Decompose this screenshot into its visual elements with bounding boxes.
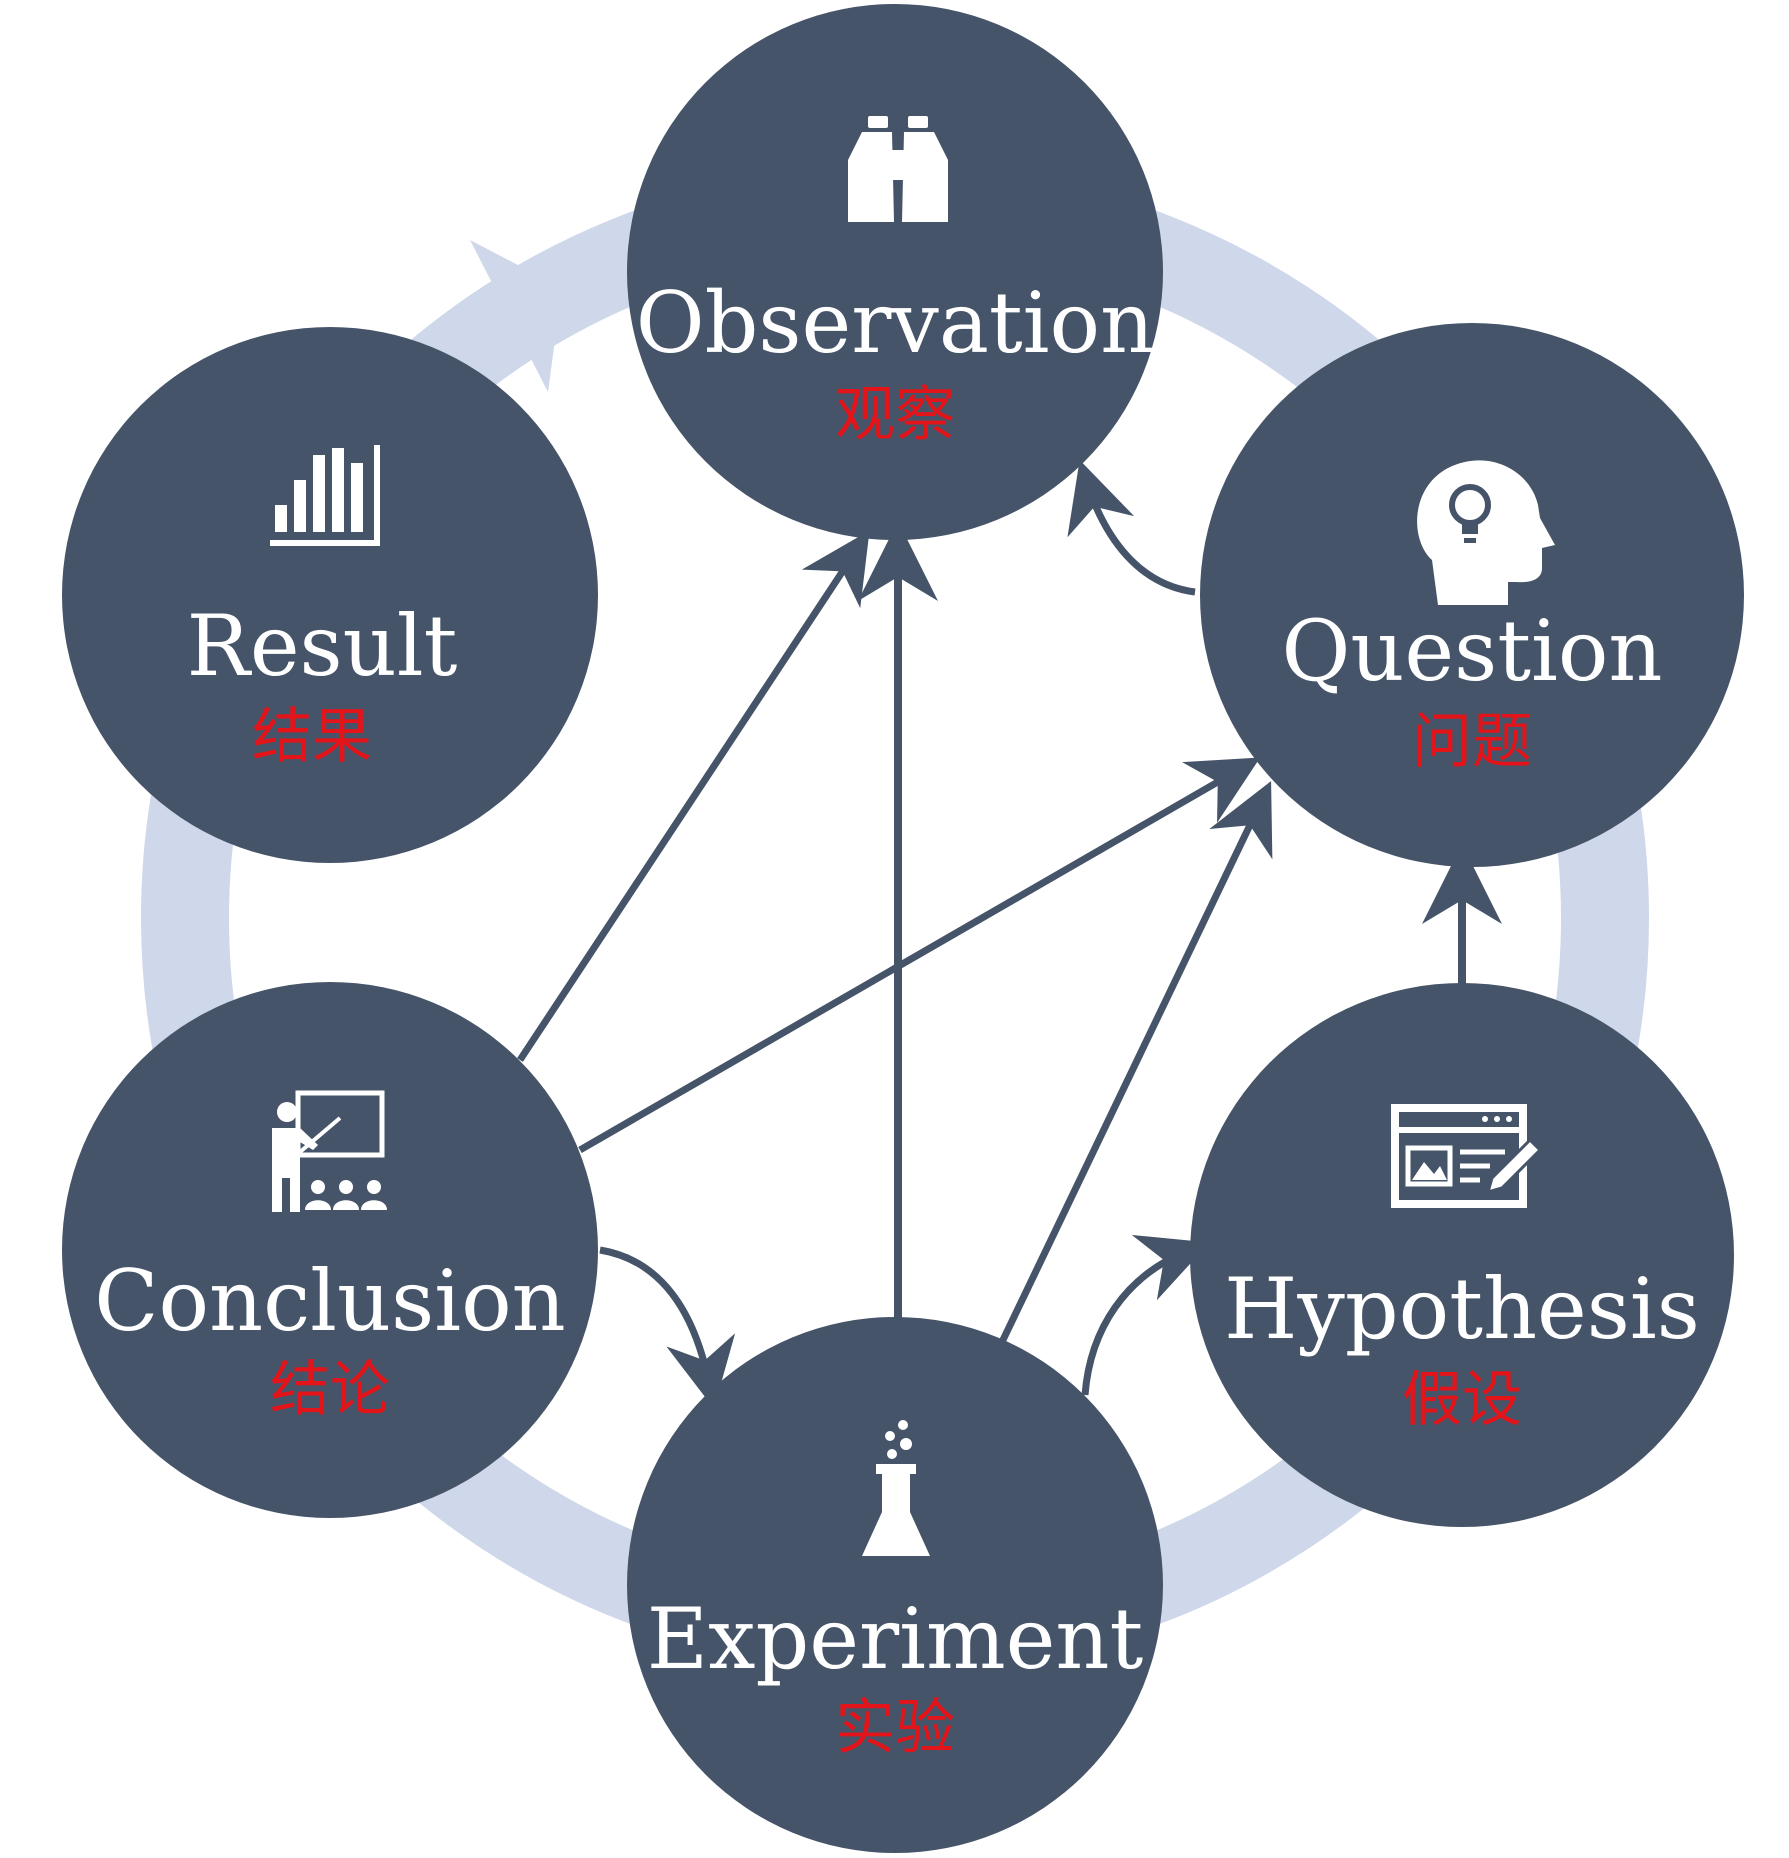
node-hypothesis-disc	[1190, 983, 1734, 1527]
node-observation-disc	[627, 4, 1163, 540]
node-question-sublabel: 问题	[1412, 707, 1532, 777]
binoculars-icon	[848, 116, 948, 222]
edge-conclusion-to-experiment	[599, 1246, 736, 1409]
node-observation: Observation 观察	[627, 4, 1163, 540]
node-experiment: Experiment 实验	[627, 1317, 1163, 1853]
node-conclusion-sublabel: 结论	[270, 1355, 390, 1425]
node-conclusion: Conclusion 结论	[62, 982, 598, 1518]
node-result-sublabel: 结果	[252, 702, 372, 772]
edge-conclusion-to-question	[578, 757, 1261, 1154]
node-result-disc	[62, 327, 598, 863]
node-conclusion-label: Conclusion	[94, 1252, 566, 1350]
flask-icon	[862, 1420, 930, 1556]
bar-chart-icon	[270, 445, 380, 546]
cycle-arrowhead	[470, 240, 562, 392]
document-edit-icon	[1391, 1104, 1543, 1208]
node-hypothesis-sublabel: 假设	[1402, 1365, 1522, 1435]
edge-experiment-to-question	[998, 781, 1273, 1344]
edge-question-to-observation	[1067, 459, 1196, 596]
node-hypothesis-label: Hypothesis	[1224, 1260, 1700, 1358]
node-experiment-sublabel: 实验	[835, 1693, 955, 1763]
head-lightbulb-icon	[1417, 460, 1555, 605]
node-result-label: Result	[187, 597, 458, 695]
node-question: Question 问题	[1200, 323, 1744, 867]
edge-conclusion-to-observation	[517, 530, 870, 1062]
edge-experiment-to-hypothesis	[1081, 1234, 1210, 1396]
presenter-icon	[272, 1090, 387, 1212]
node-conclusion-disc	[62, 982, 598, 1518]
node-question-label: Question	[1281, 602, 1662, 700]
node-result: Result 结果	[62, 327, 598, 863]
node-hypothesis: Hypothesis 假设	[1190, 983, 1734, 1527]
node-experiment-disc	[627, 1317, 1163, 1853]
node-observation-label: Observation	[636, 274, 1154, 372]
edge-layer	[517, 459, 1502, 1409]
node-observation-sublabel: 观察	[835, 380, 955, 450]
node-experiment-label: Experiment	[647, 1590, 1144, 1688]
